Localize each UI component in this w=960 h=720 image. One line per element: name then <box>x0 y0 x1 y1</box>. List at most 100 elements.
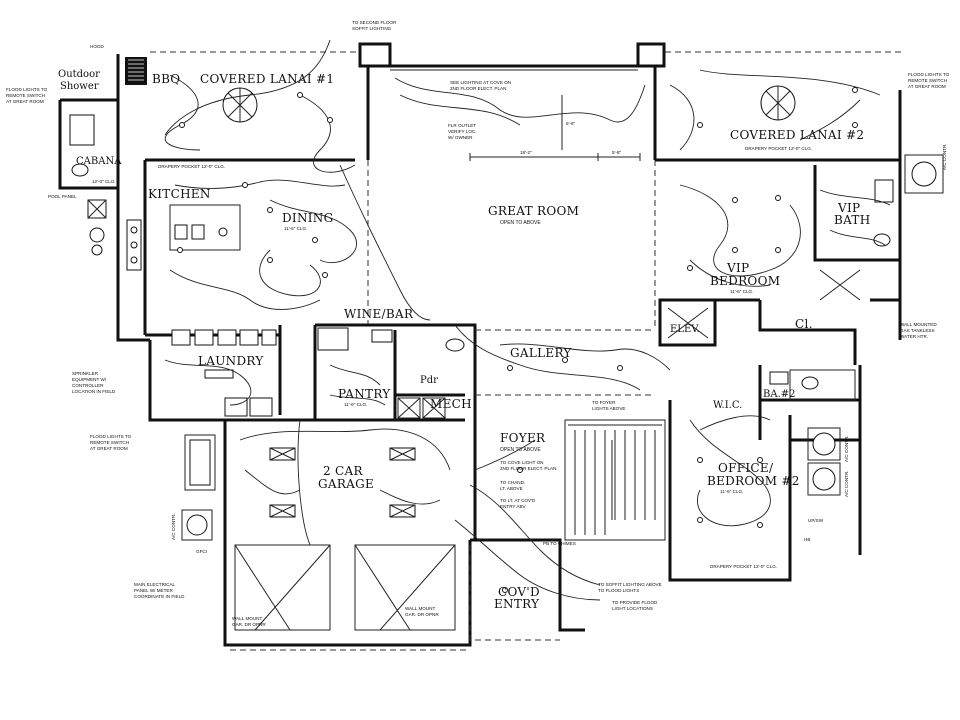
note-to-chand-2: LT. ABOVE <box>500 486 523 491</box>
fixtures <box>69 57 944 541</box>
ac-unit-office-2 <box>807 462 841 496</box>
great-room-subtitle: OPEN TO ABOVE <box>500 220 541 226</box>
note-to-foyer-1: TO FOYER <box>592 400 616 405</box>
column-left <box>358 42 392 68</box>
note-flood-right-1: FLOOD LIGHTS TO <box>908 72 950 77</box>
note-to-flood-2: LIGHT LOCATIONS <box>612 606 653 611</box>
room-label-pdr: Pdr <box>420 375 438 386</box>
garage-cabinet <box>184 434 216 491</box>
note-drapery-pocket-2: DRAPERY POCKET 12'-0" CLG. <box>745 146 812 151</box>
room-label-vip-bath-line2: BATH <box>834 213 871 227</box>
note-hood: HOOD <box>90 44 104 49</box>
note-flr-outlet-2: VERIFY LOC. <box>448 129 477 134</box>
note-elec-panel-2: PANEL W/ METER <box>134 588 173 593</box>
note-to-soffit-2: TO FLOOD LIGHTS <box>598 588 639 593</box>
note-up-sw: UP/SW <box>808 518 824 523</box>
note-drapery-pocket-office: DRAPERY POCKET 12'-0" CLG. <box>710 564 777 569</box>
vip-bath-sink <box>874 179 894 203</box>
room-label-laundry: LAUNDRY <box>198 354 264 368</box>
ceiling-fan-lanai-1 <box>222 87 258 123</box>
room-label-garage-line1: 2 CAR <box>323 464 363 478</box>
room-label-vip-bath-line1: VIP <box>837 201 860 215</box>
note-flood-left-2: REMOTE SWITCH <box>6 93 45 98</box>
powder-toilet <box>445 338 465 352</box>
note-to-flood-1: TO PROVIDE FLOOD <box>612 600 658 605</box>
room-label-gallery: GALLERY <box>510 346 572 360</box>
note-flr-outlet-1: FLR OUTLET <box>448 123 476 128</box>
note-flr-outlet-3: W/ OWNER <box>448 135 473 140</box>
note-sprinkler-1: SPRINKLER <box>72 371 99 376</box>
note-ac-3: A/C CONTR. <box>844 435 849 462</box>
note-flood-right-3: AT GREAT ROOM <box>908 84 946 89</box>
laundry-sink <box>204 369 234 379</box>
room-label-office-line1: OFFICE/ <box>718 461 774 475</box>
note-flood-laundry-3: AT GREAT ROOM <box>90 446 128 451</box>
note-drapery-pocket-1: DRAPERY POCKET 12'-0" CLG. <box>158 164 225 169</box>
note-clg-lanai: 12'-0" CLG. <box>92 179 116 184</box>
staircase <box>564 419 666 541</box>
dim-vertical: 5'-6" <box>566 121 576 126</box>
room-label-vip-bedroom-line1: VIP <box>726 261 749 275</box>
note-ac-1: A/C CONTR. <box>942 143 947 170</box>
note-clg-office: 11'-6" CLG. <box>720 489 743 494</box>
note-sprinkler-4: LOCATION IN FIELD <box>72 389 116 394</box>
ac-unit-left <box>181 509 213 541</box>
room-label-foyer: FOYER <box>500 431 546 445</box>
note-second-floor-soffit-2: SOFFIT LIGHTING <box>352 26 392 31</box>
note-hb: HB <box>804 537 810 542</box>
cabana-toilet <box>71 163 89 177</box>
room-label-dining: DINING <box>282 211 334 225</box>
ac-unit-office-1 <box>807 427 841 461</box>
room-label-pantry: PANTRY <box>338 387 391 401</box>
note-elec-panel-3: COORDINATE IN FIELD <box>134 594 185 599</box>
plan-annotations: TO SECOND FLOOR SOFFIT LIGHTING HOOD FLO… <box>6 20 950 627</box>
note-wall-heater-3: WATER HTR. <box>900 334 928 339</box>
room-label-cabana: CABANA <box>76 156 122 167</box>
note-pb-chimes: PB TO CHIMES <box>543 541 576 546</box>
room-label-covered-lanai-2: COVERED LANAI #2 <box>730 128 864 142</box>
room-label-garage-line2: GARAGE <box>318 477 374 491</box>
room-label-office-line2: BEDROOM #2 <box>707 474 800 488</box>
ceiling-light-fixtures <box>177 87 858 593</box>
note-wall-mount-4: GAR. DR OPNR <box>405 612 439 617</box>
note-flood-laundry-2: REMOTE SWITCH <box>90 440 129 445</box>
note-ac-2: A/C CONTR. <box>171 513 176 540</box>
room-label-wine-bar: WINE/BAR <box>344 307 414 321</box>
note-wall-heater-2: GAS TANKLESS <box>900 328 935 333</box>
note-wall-heater-1: WALL MOUNTED <box>900 322 937 327</box>
note-to-chand-1: TO CHAND. <box>500 480 525 485</box>
dim-great-room-side: 5'-8" <box>612 150 622 155</box>
room-label-vip-bedroom-line2: BEDROOM <box>710 274 780 288</box>
electrical-wiring <box>164 39 891 601</box>
elevator-shaft <box>658 298 717 347</box>
room-label-wic: W.I.C. <box>713 400 742 411</box>
note-second-floor-soffit-1: TO SECOND FLOOR <box>352 20 397 25</box>
room-label-outdoor-shower-line2: Shower <box>60 81 99 92</box>
room-label-outdoor-shower-line1: Outdoor <box>58 69 100 80</box>
room-label-elev: ELEV. <box>670 324 700 335</box>
bbq-grill <box>125 57 147 85</box>
room-label-covered-lanai-1: COVERED LANAI #1 <box>200 72 334 86</box>
note-elec-panel-1: MAIN ELECTRICAL <box>134 582 176 587</box>
note-clg-pantry: 11'-6" CLG. <box>344 402 367 407</box>
room-label-covd-entry-line1: COV'D <box>498 585 540 599</box>
note-wall-mount-2: GAR. DR OPNR <box>232 622 266 627</box>
note-clg-dining: 11'-6" CLG. <box>284 226 307 231</box>
wall-structure <box>58 42 905 651</box>
note-to-covd-1: TO LT. AT COV'D <box>500 498 536 503</box>
note-flood-left-3: AT GREAT ROOM <box>6 99 44 104</box>
room-label-covd-entry-line2: ENTRY <box>494 597 540 611</box>
cabana-shower <box>69 114 95 146</box>
room-label-bath2: BA.#2 <box>763 389 796 400</box>
note-to-cove-2: 2ND FLOOR ELECT. PLAN <box>500 466 556 471</box>
note-flood-left-1: FLOOD LIGHTS TO <box>6 87 48 92</box>
ceiling-fan-lanai-2 <box>760 85 796 121</box>
bath2-outline <box>789 369 856 401</box>
note-pool-panel: POOL PANEL <box>48 194 77 199</box>
note-to-covd-2: ENTRY ABV. <box>500 504 527 509</box>
note-to-soffit-1: TO SOFFIT LIGHTING ABOVE <box>598 582 662 587</box>
note-see-lighting-2: 2ND FLOOR ELECT. PLAN <box>450 86 506 91</box>
note-wall-mount-1: WALL MOUNT <box>232 616 262 621</box>
room-label-bbq: BBQ <box>152 72 180 86</box>
